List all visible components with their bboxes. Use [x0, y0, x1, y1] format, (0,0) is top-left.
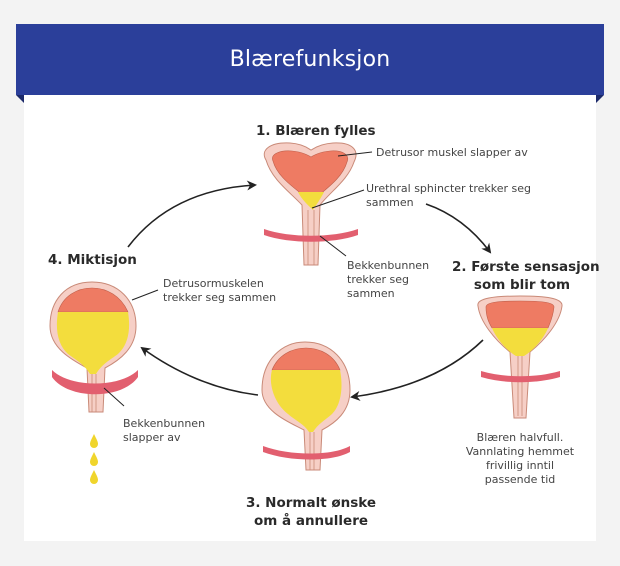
pelvic-floor-stage-1 [264, 229, 358, 242]
bladder-stage-2 [477, 295, 563, 419]
annotation-sphincter-contracts: Urethral sphincter trekker seg sammen [366, 182, 531, 210]
leader-pelvic-4 [103, 387, 125, 407]
urine-drop-icon [90, 452, 98, 466]
arrow-4-to-1 [127, 180, 257, 248]
bladder-stage-1 [263, 142, 358, 266]
step-2-description: Blæren halvfull. Vannlating hemmet frivi… [455, 431, 585, 487]
arrow-1-to-2 [425, 203, 492, 254]
annotation-line: Detrusormuskelen [163, 277, 264, 290]
pelvic-floor-stage-3 [263, 446, 350, 460]
arrow-2-to-3 [350, 339, 484, 401]
title-line: som blir tom [473, 277, 571, 293]
step-3-title: 3. Normalt ønske om å annullere [236, 494, 386, 530]
title-line: 2. Første sensasjon [452, 259, 600, 275]
annotation-detrusor-relaxes: Detrusor muskel slapper av [376, 146, 528, 159]
bladder-stage-4 [49, 281, 138, 484]
description-line: frivillig inntil [485, 459, 555, 472]
annotation-line: Bekkenbunnen [123, 417, 206, 430]
step-4-title: 4. Miktisjon [48, 252, 137, 268]
title-line: 3. Normalt ønske [245, 495, 377, 511]
banner-fold-left [16, 95, 24, 103]
annotation-pelvic-floor-contracts: Bekkenbunnen trekker seg sammen [347, 259, 429, 301]
description-line: passende tid [484, 473, 556, 486]
annotation-line: trekker seg sammen [163, 291, 277, 304]
leader-sphincter-1 [311, 189, 365, 209]
pelvic-floor-stage-2 [481, 371, 560, 383]
step-1-title: 1. Blæren fylles [256, 123, 376, 139]
leader-detrusor-4 [131, 289, 159, 301]
annotation-line: slapper av [123, 431, 181, 444]
leader-detrusor-1 [337, 151, 373, 157]
pelvic-floor-stage-4 [52, 370, 138, 395]
title-banner: Blærefunksjon [16, 24, 604, 95]
annotation-line: Urethral sphincter trekker seg [366, 182, 532, 195]
description-line: Vannlating hemmet [465, 445, 575, 458]
urine-drop-icon [90, 470, 98, 484]
leader-pelvic-1 [319, 235, 347, 257]
bladder-stage-3 [261, 341, 351, 471]
description-line: Blæren halvfull. [476, 431, 564, 444]
annotation-line: sammen [347, 287, 395, 300]
urine-drop-icon [90, 434, 98, 448]
title-line: om å annullere [253, 513, 369, 529]
banner-fold-right [596, 95, 604, 103]
annotation-line: trekker seg [347, 273, 409, 286]
annotation-line: Bekkenbunnen [347, 259, 430, 272]
step-2-title: 2. Første sensasjon som blir tom [452, 258, 600, 294]
arrow-3-to-4 [140, 346, 259, 396]
annotation-detrusor-contracts: Detrusormuskelen trekker seg sammen [163, 277, 276, 305]
page-title: Blærefunksjon [229, 47, 391, 72]
annotation-line: sammen [366, 196, 414, 209]
annotation-pelvic-floor-relaxes: Bekkenbunnen slapper av [123, 417, 205, 445]
